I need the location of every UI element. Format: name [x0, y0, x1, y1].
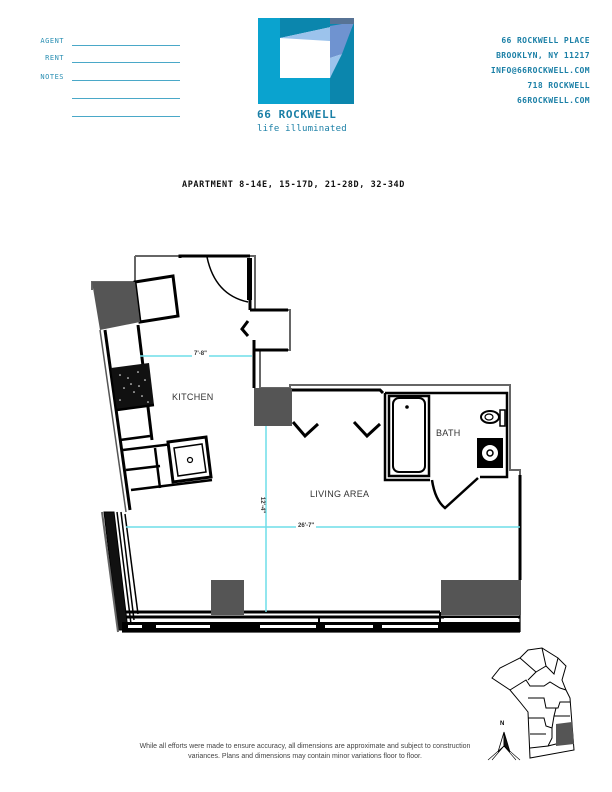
- north-label: N: [500, 721, 505, 727]
- logo-mark-icon: [258, 18, 354, 104]
- contact-block: 66 ROCKWELL PLACE BROOKLYN, NY 11217 INF…: [491, 33, 590, 108]
- rent-field-line[interactable]: [72, 62, 180, 63]
- dimension-living-depth: 12'-4": [259, 494, 266, 516]
- apartment-title: APARTMENT 8-14E, 15-17D, 21-28D, 32-34D: [182, 180, 405, 190]
- notes-field-line[interactable]: [72, 80, 180, 81]
- email-link[interactable]: INFO@66ROCKWELL.COM: [490, 66, 590, 75]
- phone-text: 718 ROCKWELL: [527, 81, 590, 90]
- agent-label: AGENT: [40, 37, 64, 45]
- notes-field-line-2[interactable]: [72, 98, 180, 99]
- brand-name: 66 ROCKWELL: [257, 108, 337, 121]
- north-arrow-icon: [487, 731, 521, 761]
- room-label-bath: BATH: [436, 428, 461, 438]
- room-label-living-area: LIVING AREA: [310, 489, 370, 499]
- notes-field-line-3[interactable]: [72, 116, 180, 117]
- room-label-kitchen: KITCHEN: [172, 392, 214, 402]
- address-line-2: BROOKLYN, NY 11217: [496, 51, 590, 60]
- rent-label: RENT: [45, 54, 64, 62]
- website-link[interactable]: 66ROCKWELL.COM: [516, 96, 590, 105]
- agent-field-line[interactable]: [72, 45, 180, 46]
- notes-label: NOTES: [40, 73, 64, 81]
- dimension-living-width: 26'-7": [296, 523, 317, 529]
- dimension-kitchen-width: 7'-8": [192, 351, 209, 357]
- brand-tagline: life illuminated: [257, 124, 347, 134]
- address-line-1: 66 ROCKWELL PLACE: [501, 36, 590, 45]
- building-key-plan: [487, 647, 575, 761]
- disclaimer-text: While all efforts were made to ensure ac…: [139, 743, 471, 760]
